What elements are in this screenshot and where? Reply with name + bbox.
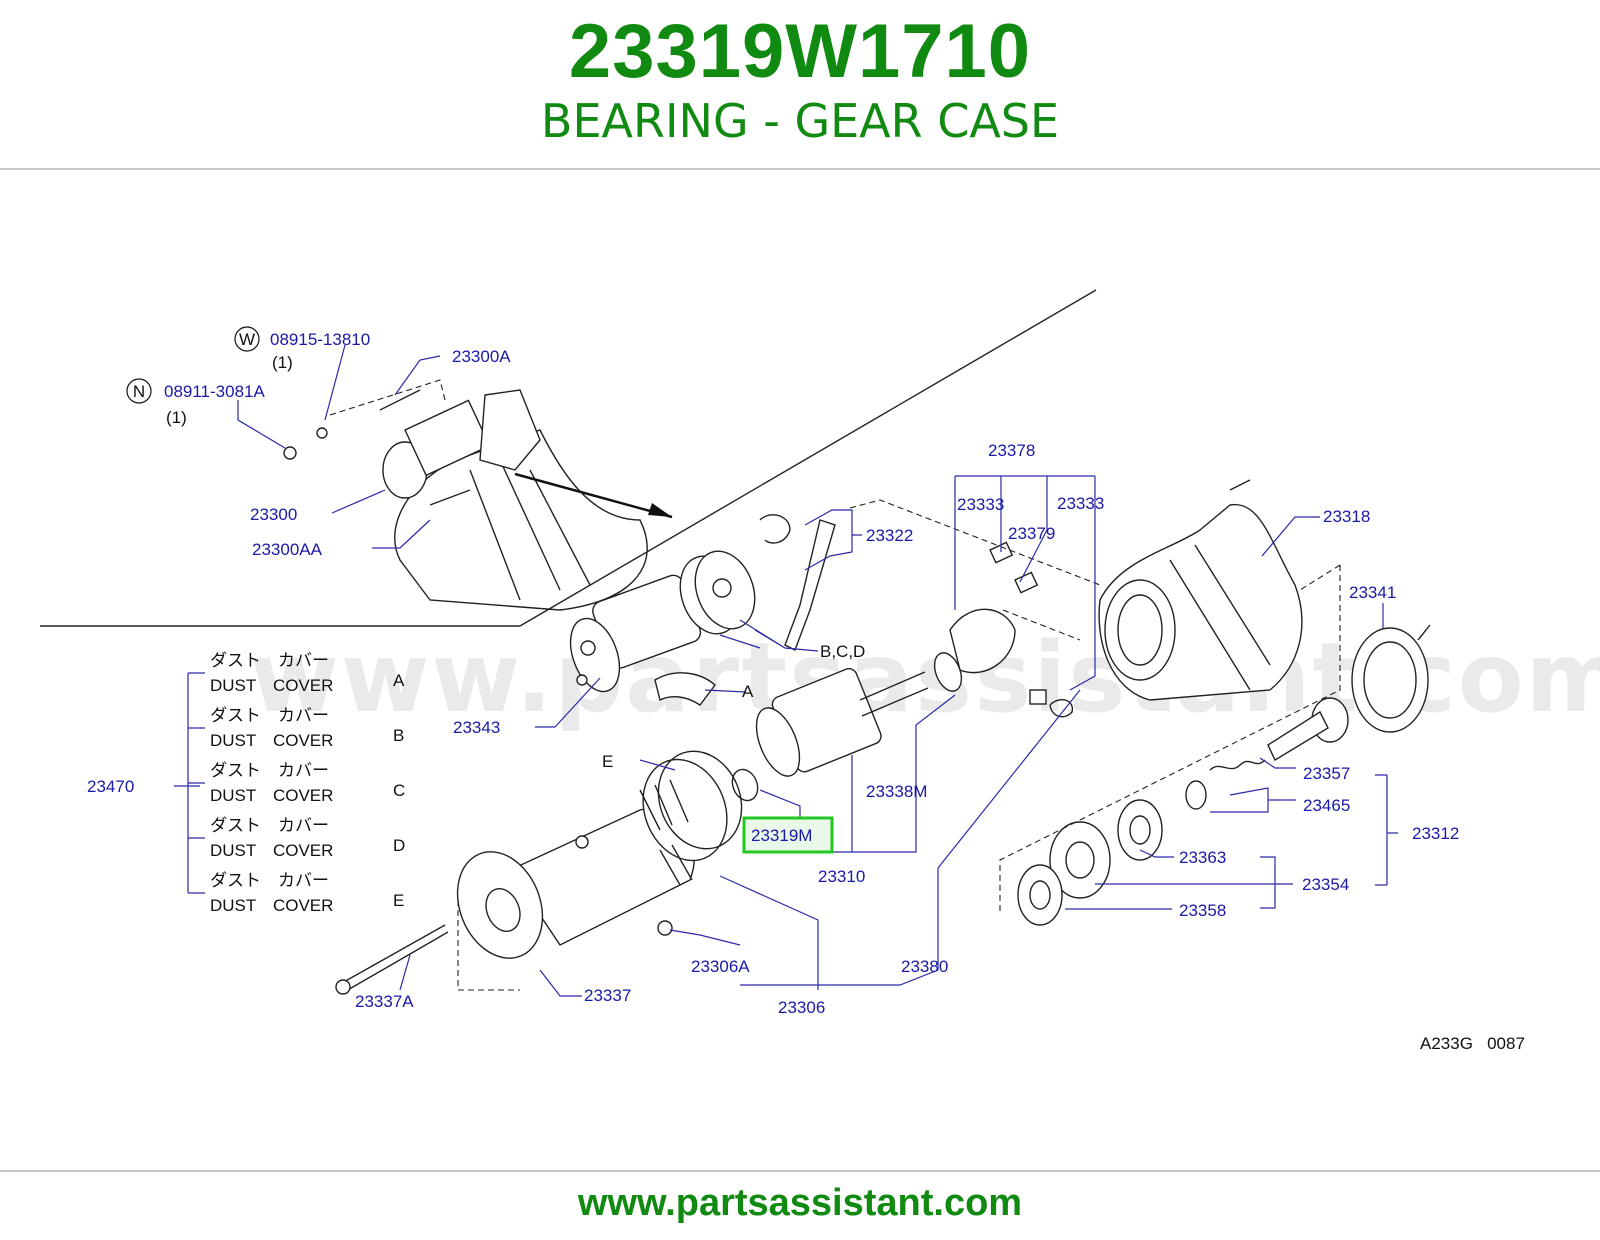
dust-cover-en-b: DUST COVER <box>210 731 333 750</box>
callout-23312[interactable]: 23312 <box>1412 824 1459 843</box>
alignment-dashes-top <box>849 499 1101 641</box>
callout-23379[interactable]: 23379 <box>1008 524 1055 543</box>
dust-cover-en-a: DUST COVER <box>210 676 333 695</box>
dust-cover-letter-a: A <box>393 671 405 690</box>
callout-23300a[interactable]: 23300A <box>452 347 511 366</box>
part-name-subtitle: BEARING - GEAR CASE <box>540 94 1060 148</box>
callout-23306a[interactable]: 23306A <box>691 957 750 976</box>
callout-23343[interactable]: 23343 <box>453 718 500 737</box>
callout-08911-3081a[interactable]: 08911-3081A <box>164 382 265 401</box>
dust-cover-en-c: DUST COVER <box>210 786 333 805</box>
dust-cover-jp-c: ダスト カバー <box>210 761 329 781</box>
cover-ring-drawing <box>1351 624 1431 733</box>
dust-cover-letter-d: D <box>393 836 405 855</box>
callout-23337[interactable]: 23337 <box>584 986 631 1005</box>
callout-23470[interactable]: 23470 <box>87 777 134 796</box>
callout-a: A <box>742 682 754 701</box>
callout-23357[interactable]: 23357 <box>1303 764 1350 783</box>
detail-arrow-line <box>514 472 673 519</box>
dust-cover-en-d: DUST COVER <box>210 841 333 860</box>
callout-23319m[interactable]: 23319M <box>751 826 812 845</box>
highlight-background <box>744 818 832 852</box>
callout-23363[interactable]: 23363 <box>1179 848 1226 867</box>
footer-divider <box>0 1170 1600 1172</box>
highlight-box <box>742 816 834 854</box>
callout-23465[interactable]: 23465 <box>1303 796 1350 815</box>
diagram-code: A233G 0087 <box>1420 1034 1525 1053</box>
callout-23333-left[interactable]: 23333 <box>957 495 1004 514</box>
brush-holder-drawing <box>949 541 1074 718</box>
dust-cover-list: ダスト カバー DUST COVER A ダスト カバー DUST COVER … <box>210 651 405 915</box>
yoke-drawing <box>335 750 743 995</box>
inset-diagonal <box>519 289 1097 627</box>
lever-drawing <box>759 514 836 651</box>
callout-23358[interactable]: 23358 <box>1179 901 1226 920</box>
callout-23341[interactable]: 23341 <box>1349 583 1396 602</box>
callout-23378[interactable]: 23378 <box>988 441 1035 460</box>
callout-e: E <box>602 752 613 771</box>
footer-url-link[interactable]: www.partsassistant.com <box>577 1182 1023 1224</box>
callout-08915-13810[interactable]: 08915-13810 <box>270 330 370 349</box>
callout-23333-right[interactable]: 23333 <box>1057 494 1104 513</box>
gear-case-drawing <box>1098 479 1303 701</box>
dust-cover-jp-d: ダスト カバー <box>210 816 329 836</box>
qty-08911-3081a: (1) <box>166 408 187 427</box>
callout-bcd: B,C,D <box>820 642 865 661</box>
callout-23306[interactable]: 23306 <box>778 998 825 1017</box>
pinion-gear-drawing <box>1017 697 1349 926</box>
callout-23310[interactable]: 23310 <box>818 867 865 886</box>
dust-cover-en-e: DUST COVER <box>210 896 333 915</box>
armature-drawing <box>731 652 963 802</box>
alignment-dashes-left <box>457 900 520 991</box>
part-number-title: 23319W1710 <box>568 9 1032 94</box>
dust-cover-a-drawing <box>654 672 716 706</box>
callout-23354[interactable]: 23354 <box>1302 875 1349 894</box>
w-badge-circle <box>234 326 260 352</box>
callout-23300aa[interactable]: 23300AA <box>252 540 323 559</box>
w-badge: W <box>239 330 255 349</box>
plate-drawing <box>679 550 756 635</box>
callout-23337a[interactable]: 23337A <box>355 992 414 1011</box>
callout-23300[interactable]: 23300 <box>250 505 297 524</box>
detail-arrow-head <box>648 503 672 517</box>
qty-08915-13810: (1) <box>272 353 293 372</box>
callout-23322[interactable]: 23322 <box>866 526 913 545</box>
n-badge-circle <box>126 378 152 404</box>
callout-23338m[interactable]: 23338M <box>866 782 927 801</box>
leader-lines <box>174 344 1398 997</box>
dust-cover-jp-b: ダスト カバー <box>210 706 329 726</box>
page-header: 23319W1710 BEARING - GEAR CASE <box>0 0 1600 170</box>
dust-cover-jp-e: ダスト カバー <box>210 871 329 891</box>
dust-cover-letter-b: B <box>393 726 404 745</box>
n-badge: N <box>133 382 145 401</box>
engine-inset-drawing <box>283 379 673 611</box>
solenoid-drawing <box>569 574 702 693</box>
dust-cover-jp-a: ダスト カバー <box>210 651 329 671</box>
header-divider <box>0 168 1600 170</box>
callout-23380[interactable]: 23380 <box>901 957 948 976</box>
dust-cover-letter-e: E <box>393 891 404 910</box>
alignment-dashes-right <box>999 564 1341 915</box>
dust-cover-letter-c: C <box>393 781 405 800</box>
callout-23318[interactable]: 23318 <box>1323 507 1370 526</box>
